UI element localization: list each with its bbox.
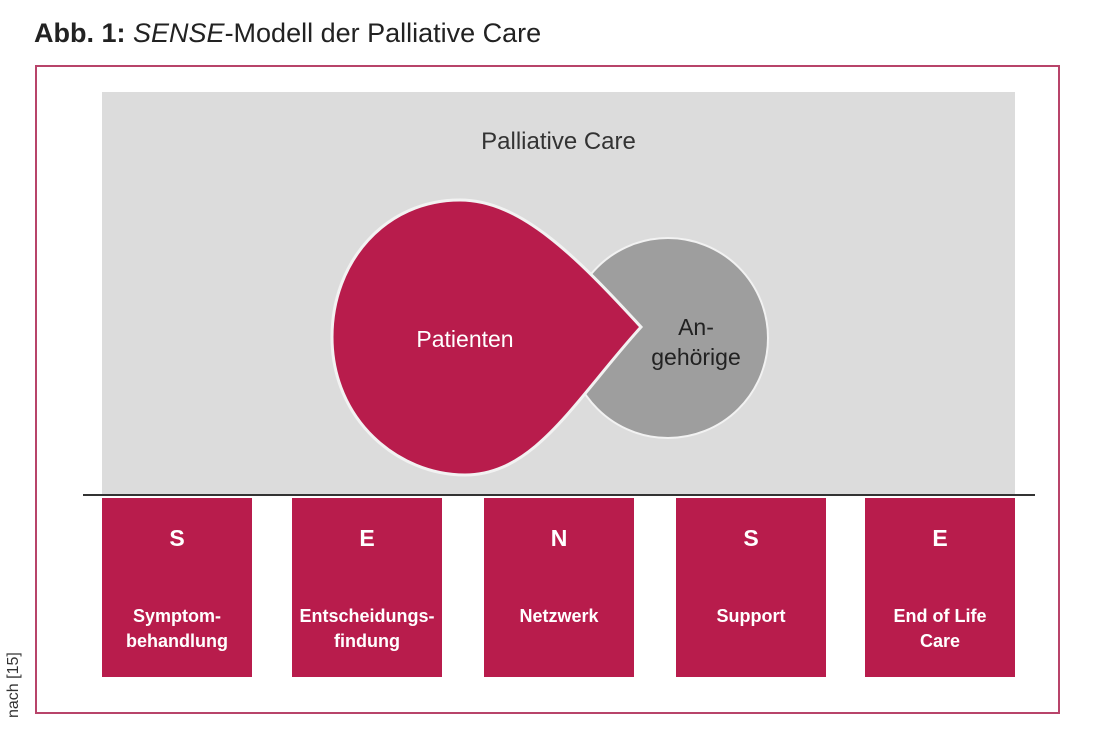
pillar-label: Netzwerk [519,606,599,626]
pillar-letter: S [169,525,185,551]
pillar-label: Symptom- behandlung [126,606,228,651]
baseline-divider [83,494,1035,496]
pillar-letter: N [550,525,568,551]
figure-title: Abb. 1: SENSE-Modell der Palliative Care [34,18,541,49]
pillar-label: Support [716,606,786,626]
palliative-care-label: Palliative Care [481,128,636,155]
relatives-label-line1: An- [678,314,714,340]
relatives-label-line2: gehörige [651,344,741,370]
pillar-support: S Support [676,498,826,677]
pillar-letter: S [743,525,759,551]
pillar-label: Entscheidungs- findung [299,606,435,651]
patients-teardrop [330,198,644,477]
title-rest: -Modell der Palliative Care [224,18,542,48]
title-model-name: SENSE [133,18,225,48]
source-note: nach [15] [5,652,22,718]
pillar-decision: E Entscheidungs- findung [292,498,442,677]
pillar-letter: E [932,525,948,551]
figure-frame [35,65,1060,714]
pillar-end-of-life: E End of Life Care [865,498,1015,677]
patients-label: Patienten [416,326,514,352]
relatives-label: An- gehörige [636,312,756,372]
pillar-label: End of Life Care [893,606,987,651]
figure-number: Abb. 1: [34,18,126,48]
pillar-symptom: S Symptom- behandlung [102,498,252,677]
pillar-letter: E [359,525,375,551]
pillar-network: N Netzwerk [484,498,634,677]
